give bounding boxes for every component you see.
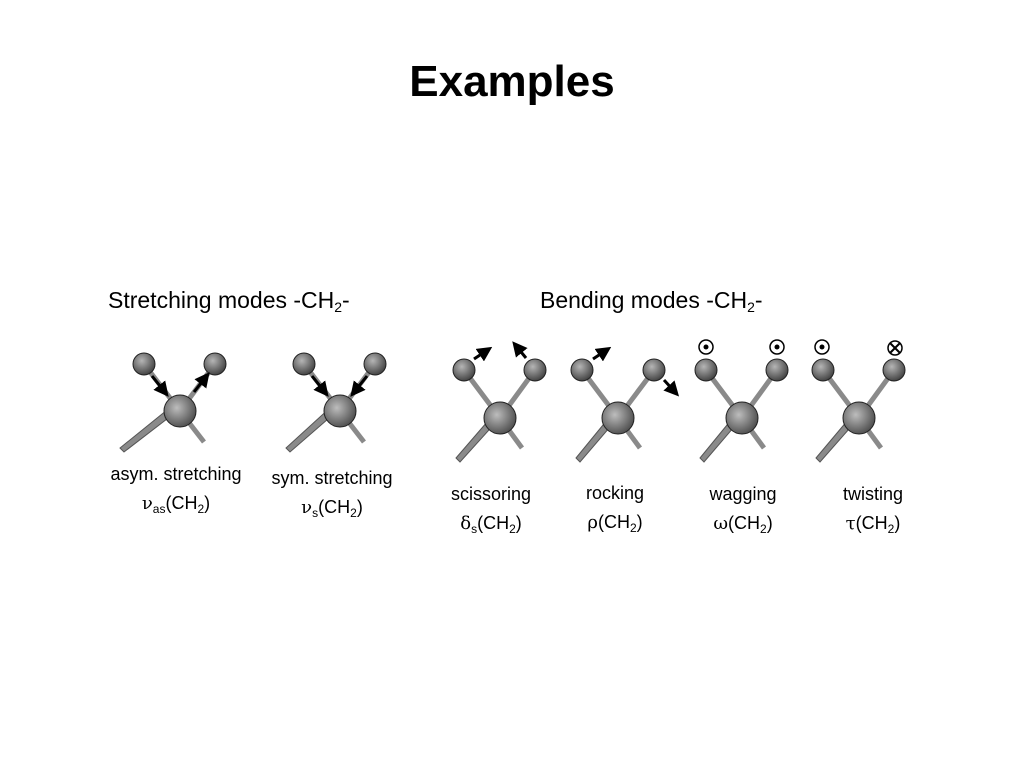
mode-label: wagging	[709, 484, 777, 504]
mode-caption-rocking: rocking ρ(CH2)	[545, 481, 685, 535]
arrow-inward-right	[350, 375, 369, 397]
arrow-outward	[192, 372, 210, 393]
bending-modes-heading: Bending modes -CH2-	[540, 284, 763, 316]
mode-greek: τ	[845, 513, 856, 534]
mode-formula: CH	[603, 512, 630, 532]
mode-symbol: νas(CH2)	[141, 493, 211, 516]
mode-symbol: νs(CH2)	[301, 497, 363, 520]
mode-symbol: ω(CH2)	[713, 513, 773, 536]
out-of-plane-dot-icon	[814, 339, 830, 355]
mode-formula-sub: 2	[197, 502, 205, 516]
arrow-left-atom	[473, 346, 493, 362]
stretching-heading-text: Stretching modes -CH	[108, 287, 335, 313]
mode-label: twisting	[842, 484, 904, 504]
mode-label: scissoring	[450, 484, 532, 504]
mode-greek: δ	[460, 513, 472, 534]
mode-label: asym. stretching	[110, 464, 242, 484]
mode-formula-sub: 2	[509, 522, 516, 536]
bending-heading-text: Bending modes -CH	[540, 287, 748, 313]
mode-formula: CH	[861, 513, 888, 533]
mode-greek-sub: s	[312, 506, 319, 520]
arrow-right-atom	[662, 378, 680, 397]
page-title: Examples	[409, 57, 615, 106]
mode-label: rocking	[585, 483, 645, 503]
mode-formula: CH	[483, 513, 510, 533]
mode-formula: CH	[734, 513, 760, 533]
arrow-inward	[150, 375, 169, 397]
molecule-wagging	[694, 339, 789, 463]
molecule-sym-stretching	[285, 352, 387, 453]
mode-greek-sub: s	[471, 522, 478, 536]
mode-formula-sub: 2	[760, 522, 767, 536]
bending-heading-sub: 2	[747, 299, 755, 315]
mode-symbol: ρ(CH2)	[587, 512, 643, 535]
mode-label: sym. stretching	[271, 468, 393, 488]
mode-symbol: τ(CH2)	[845, 513, 901, 536]
molecule-scissoring	[452, 341, 547, 463]
mode-greek: ω	[713, 513, 728, 534]
mode-formula-sub: 2	[350, 506, 357, 520]
out-of-plane-dot-icon	[769, 339, 785, 355]
arrow-right-atom	[512, 341, 528, 359]
mode-caption-twisting: twisting τ(CH2)	[803, 482, 943, 536]
bending-heading-suffix: -	[754, 287, 763, 313]
mode-greek: ν	[141, 493, 153, 514]
mode-caption-wagging: wagging ω(CH2)	[673, 482, 813, 536]
mode-formula: CH	[171, 493, 198, 513]
mode-formula: CH	[324, 497, 351, 517]
mode-caption-sym: sym. stretching νs(CH2)	[262, 466, 402, 520]
mode-greek: ρ	[587, 512, 598, 533]
mode-formula-sub: 2	[629, 521, 637, 535]
mode-greek-sub: as	[152, 502, 166, 516]
molecule-asym-stretching	[119, 352, 227, 453]
molecule-twisting	[811, 339, 906, 463]
mode-caption-scissoring: scissoring δs(CH2)	[421, 482, 561, 536]
into-plane-cross-icon	[887, 340, 903, 356]
mode-symbol: δs(CH2)	[460, 513, 522, 536]
stretching-heading-sub: 2	[334, 299, 343, 315]
mode-greek: ν	[301, 497, 313, 518]
mode-caption-asym: asym. stretching νas(CH2)	[106, 462, 246, 516]
arrow-inward-left	[310, 375, 329, 397]
arrow-left-atom	[592, 346, 612, 362]
stretching-heading-suffix: -	[342, 287, 350, 313]
mode-formula-sub: 2	[887, 522, 895, 536]
stretching-modes-heading: Stretching modes -CH2-	[108, 284, 350, 316]
out-of-plane-dot-icon	[698, 339, 714, 355]
molecule-rocking	[570, 346, 680, 463]
